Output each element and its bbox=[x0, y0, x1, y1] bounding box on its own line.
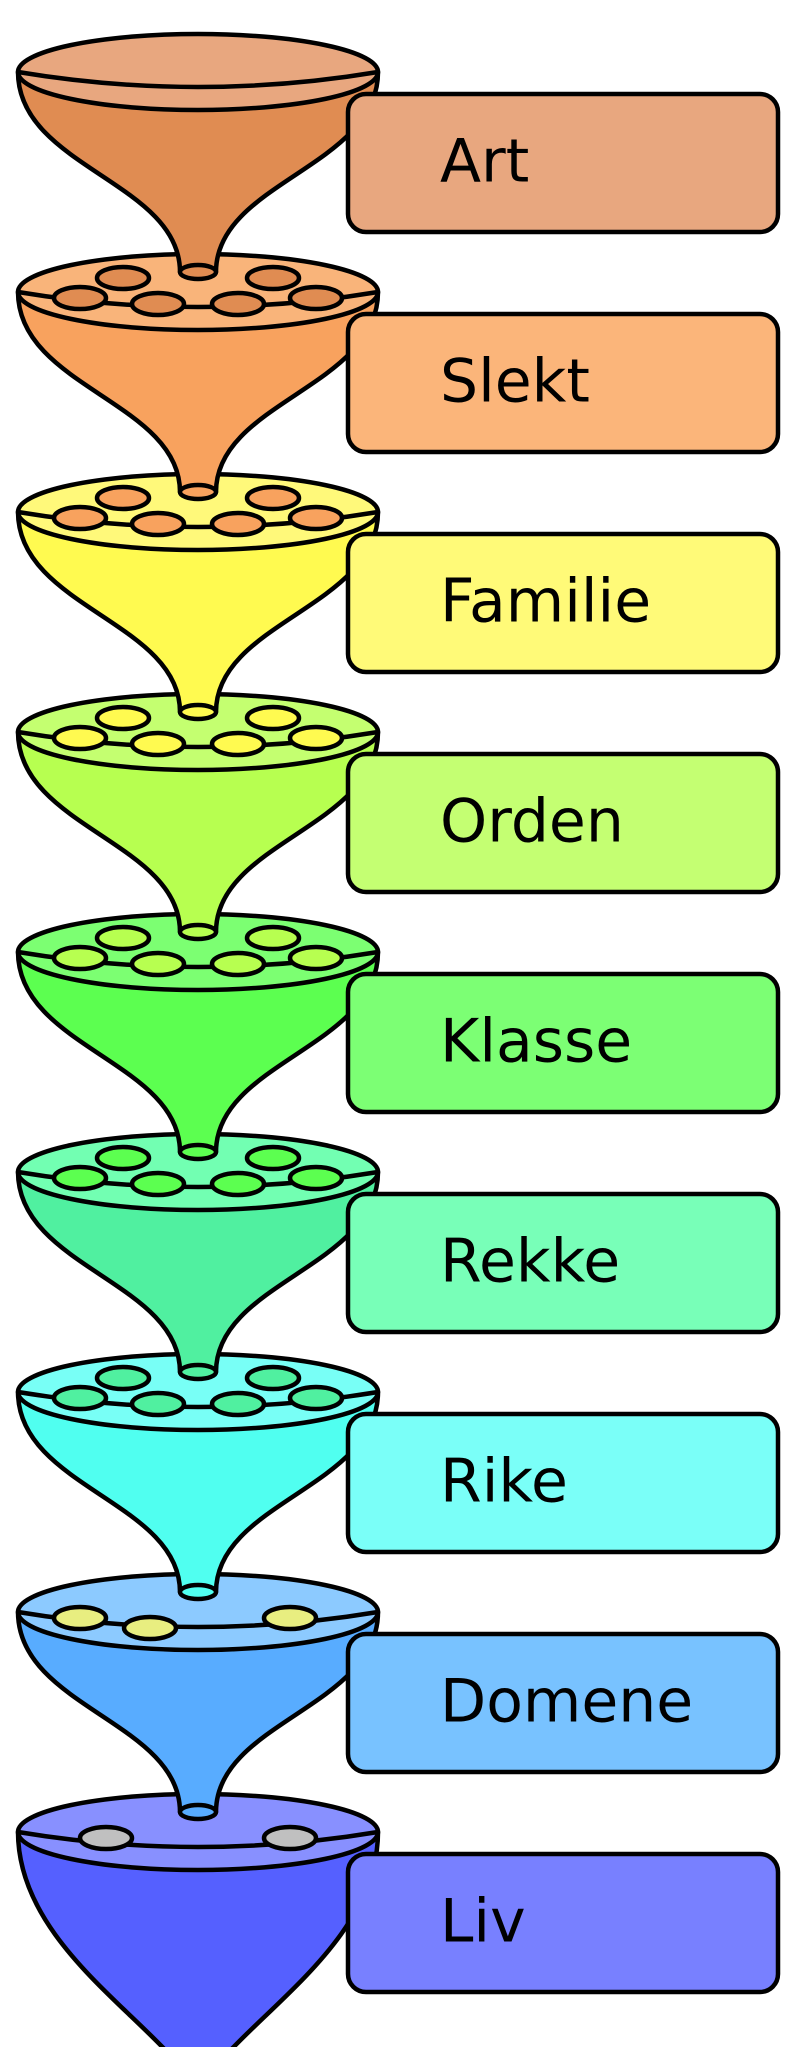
rim-hole bbox=[51, 944, 109, 972]
label-text: Slekt bbox=[440, 347, 590, 417]
label-rike: Rike bbox=[345, 1411, 781, 1555]
level-rike: Rike bbox=[15, 1351, 781, 1595]
rim-hole bbox=[121, 1614, 179, 1642]
rim-hole bbox=[94, 704, 152, 732]
label-box bbox=[345, 1851, 781, 1995]
funnel-rim bbox=[15, 31, 381, 113]
rim-hole bbox=[244, 1144, 302, 1172]
rim-hole bbox=[287, 944, 345, 972]
rim-hole bbox=[209, 1390, 267, 1418]
rim-hole bbox=[209, 730, 267, 758]
stem-tip bbox=[177, 1802, 219, 1822]
level-orden: Orden bbox=[15, 691, 781, 935]
label-box bbox=[345, 751, 781, 895]
label-box bbox=[345, 91, 781, 235]
rim-hole bbox=[287, 1384, 345, 1412]
label-text: Rike bbox=[440, 1447, 568, 1517]
rim-hole bbox=[209, 510, 267, 538]
rim-band bbox=[17, 1829, 379, 1850]
stem-tip bbox=[177, 922, 219, 942]
rim-hole bbox=[129, 1390, 187, 1418]
label-text: Klasse bbox=[440, 1007, 632, 1077]
label-box bbox=[345, 311, 781, 455]
level-art: Art bbox=[15, 31, 781, 275]
label-klasse: Klasse bbox=[345, 971, 781, 1115]
stem-tip bbox=[177, 702, 219, 722]
rim-hole bbox=[94, 924, 152, 952]
level-slekt: Slekt bbox=[15, 251, 781, 495]
rim-hole bbox=[261, 1604, 319, 1632]
level-rekke: Rekke bbox=[15, 1131, 781, 1375]
rim-hole bbox=[94, 264, 152, 292]
label-text: Familie bbox=[440, 567, 651, 637]
rim-hole bbox=[51, 504, 109, 532]
label-text: Liv bbox=[440, 1887, 526, 1957]
rim-hole bbox=[77, 1824, 135, 1852]
label-box bbox=[345, 971, 781, 1115]
stem-tip bbox=[177, 482, 219, 502]
label-text: Domene bbox=[440, 1667, 693, 1737]
rim-hole bbox=[244, 484, 302, 512]
rim-hole bbox=[261, 1824, 319, 1852]
rim-hole bbox=[51, 724, 109, 752]
label-box bbox=[345, 1631, 781, 1775]
rim-hole bbox=[129, 1170, 187, 1198]
label-orden: Orden bbox=[345, 751, 781, 895]
label-box bbox=[345, 1191, 781, 1335]
rim-hole bbox=[244, 264, 302, 292]
stem-tip bbox=[177, 1362, 219, 1382]
level-familie: Familie bbox=[15, 471, 781, 715]
label-rekke: Rekke bbox=[345, 1191, 781, 1335]
label-art: Art bbox=[345, 91, 781, 235]
rim-hole bbox=[129, 730, 187, 758]
rim-hole bbox=[94, 484, 152, 512]
rim-hole bbox=[244, 704, 302, 732]
rim-hole bbox=[94, 1364, 152, 1392]
rim-hole bbox=[51, 1164, 109, 1192]
level-liv: Liv bbox=[15, 1791, 781, 2047]
rim-band bbox=[17, 69, 379, 90]
label-text: Rekke bbox=[440, 1227, 620, 1297]
level-klasse: Klasse bbox=[15, 911, 781, 1155]
label-text: Orden bbox=[440, 787, 624, 857]
rim-hole bbox=[209, 290, 267, 318]
rim-hole bbox=[209, 1170, 267, 1198]
level-domene: Domene bbox=[15, 1571, 781, 1815]
rim-hole bbox=[51, 1384, 109, 1412]
rim-hole bbox=[287, 504, 345, 532]
rim-hole bbox=[129, 290, 187, 318]
stem-tip bbox=[177, 262, 219, 282]
stem-tip bbox=[177, 1142, 219, 1162]
rim-hole bbox=[94, 1144, 152, 1172]
label-box bbox=[345, 531, 781, 675]
rim-hole bbox=[287, 724, 345, 752]
rim-hole bbox=[129, 510, 187, 538]
label-box bbox=[345, 1411, 781, 1555]
label-familie: Familie bbox=[345, 531, 781, 675]
rim-hole bbox=[129, 950, 187, 978]
stem-tip bbox=[177, 1582, 219, 1602]
rim-hole bbox=[244, 1364, 302, 1392]
rim-hole bbox=[287, 1164, 345, 1192]
rim-hole bbox=[209, 950, 267, 978]
rim-hole bbox=[287, 284, 345, 312]
label-domene: Domene bbox=[345, 1631, 781, 1775]
label-text: Art bbox=[440, 127, 529, 197]
rim-hole bbox=[51, 1604, 109, 1632]
label-slekt: Slekt bbox=[345, 311, 781, 455]
label-liv: Liv bbox=[345, 1851, 781, 1995]
rim-hole bbox=[244, 924, 302, 952]
rim-hole bbox=[51, 284, 109, 312]
